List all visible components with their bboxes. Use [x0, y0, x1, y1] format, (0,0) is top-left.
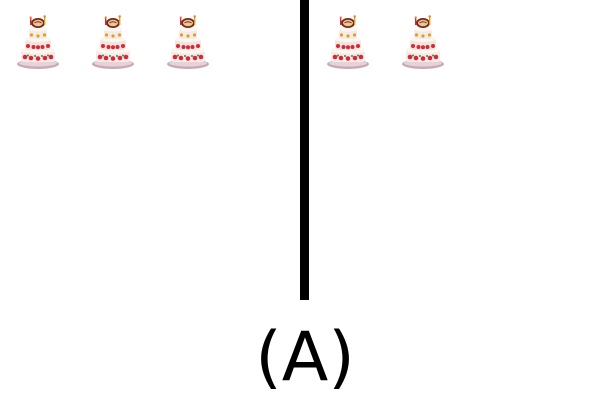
- birthday-cake-icon: [16, 14, 60, 70]
- birthday-cake-icon: [166, 14, 210, 70]
- left-panel: [0, 0, 300, 300]
- left-cake-row: [16, 14, 210, 70]
- birthday-cake-icon: [326, 14, 370, 70]
- birthday-cake-icon: [401, 14, 445, 70]
- right-cake-row: [326, 14, 445, 70]
- birthday-cake-icon: [91, 14, 135, 70]
- center-divider: [300, 0, 309, 300]
- right-panel: [310, 0, 610, 300]
- answer-option-label: (A): [255, 318, 355, 397]
